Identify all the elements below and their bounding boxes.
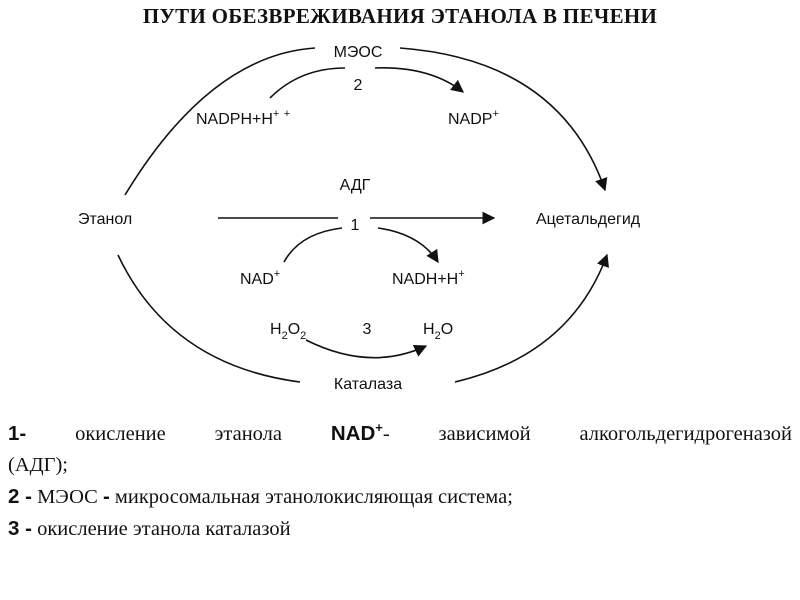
nad-label: NAD+ xyxy=(240,268,280,288)
legend-item-1-text: окисление этанола xyxy=(75,422,282,445)
legend-item-1-text-b: - зависимой алкогольдегидрогеназой xyxy=(382,422,792,445)
nadp-label: NADP+ xyxy=(448,108,499,128)
legend-item-1-cont: (АДГ); xyxy=(8,450,792,481)
meos-outer-arc-right xyxy=(399,47,608,192)
nadph-label: NADPH+H+ + xyxy=(196,108,290,128)
nadh-out-arrow xyxy=(377,227,439,264)
legend-item-2-abbr: МЭОС xyxy=(37,485,98,508)
legend-item-3-text: окисление этанола каталазой xyxy=(37,517,291,540)
legend-item-1-number: 1- xyxy=(8,421,27,445)
legend-item-3: 3 - окисление этанола каталазой xyxy=(8,513,792,545)
nad-in-arc xyxy=(283,227,343,263)
catalase-outer-arc xyxy=(117,254,301,383)
catalase-arrow xyxy=(305,339,428,359)
catalase-label: Каталаза xyxy=(334,376,402,393)
ethanol-label: Этанол xyxy=(78,211,132,228)
meos-label: МЭОС xyxy=(334,44,383,61)
meos-number: 2 xyxy=(354,77,363,94)
acetaldehyde-label: Ацетальдегид xyxy=(536,211,641,228)
page-title: ПУТИ ОБЕЗВРЕЖИВАНИЯ ЭТАНОЛА В ПЕЧЕНИ xyxy=(142,4,658,28)
legend-item-1: 1- окисление этанола NAD+- зависимой алк… xyxy=(8,412,792,450)
adh-number: 1 xyxy=(351,217,360,234)
ethanol-metabolism-diagram: МЭОС 2 NADPH+H+ + NADP+ АДГ 1 Этанол Аце… xyxy=(78,44,641,393)
nadph-in-arc xyxy=(269,67,346,99)
legend: 1- окисление этанола NAD+- зависимой алк… xyxy=(8,412,792,545)
h2o2-label: H2O2 xyxy=(270,321,306,342)
legend-item-2-number: 2 - xyxy=(8,484,32,508)
legend-item-2-text: микросомальная этанолокисляющая система; xyxy=(114,485,513,508)
nadp-out-arrow xyxy=(374,67,465,93)
adh-label: АДГ xyxy=(340,177,371,194)
nadh-label: NADH+H+ xyxy=(392,268,465,288)
legend-item-1-nad: NAD+ xyxy=(330,420,383,445)
legend-item-3-number: 3 - xyxy=(8,516,32,540)
meos-outer-arc xyxy=(124,47,316,196)
h2o-label: H2O xyxy=(423,321,453,342)
legend-item-2: 2 - МЭОС - микросомальная этанолокисляющ… xyxy=(8,481,792,513)
legend-item-1-text-c: (АДГ); xyxy=(8,453,68,476)
catalase-outer-arc-right xyxy=(454,253,609,383)
legend-item-2-dash: - xyxy=(102,484,110,508)
catalase-number: 3 xyxy=(363,321,372,338)
